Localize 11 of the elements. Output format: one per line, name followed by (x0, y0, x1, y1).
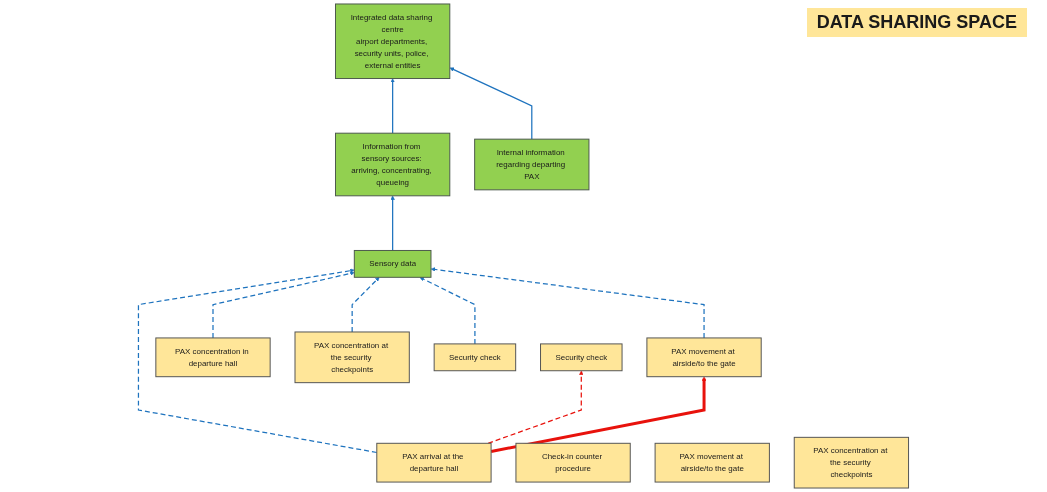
arrow (351, 277, 380, 333)
arrow (390, 78, 395, 134)
arrow (419, 277, 476, 345)
arrow (430, 267, 705, 339)
arrow (390, 195, 395, 252)
arrow (449, 67, 533, 140)
arrow (490, 376, 707, 453)
arrow (487, 370, 584, 444)
region-title: DATA SHARING SPACE (806, 8, 1027, 37)
arrow (137, 268, 378, 454)
arrow (212, 271, 355, 339)
